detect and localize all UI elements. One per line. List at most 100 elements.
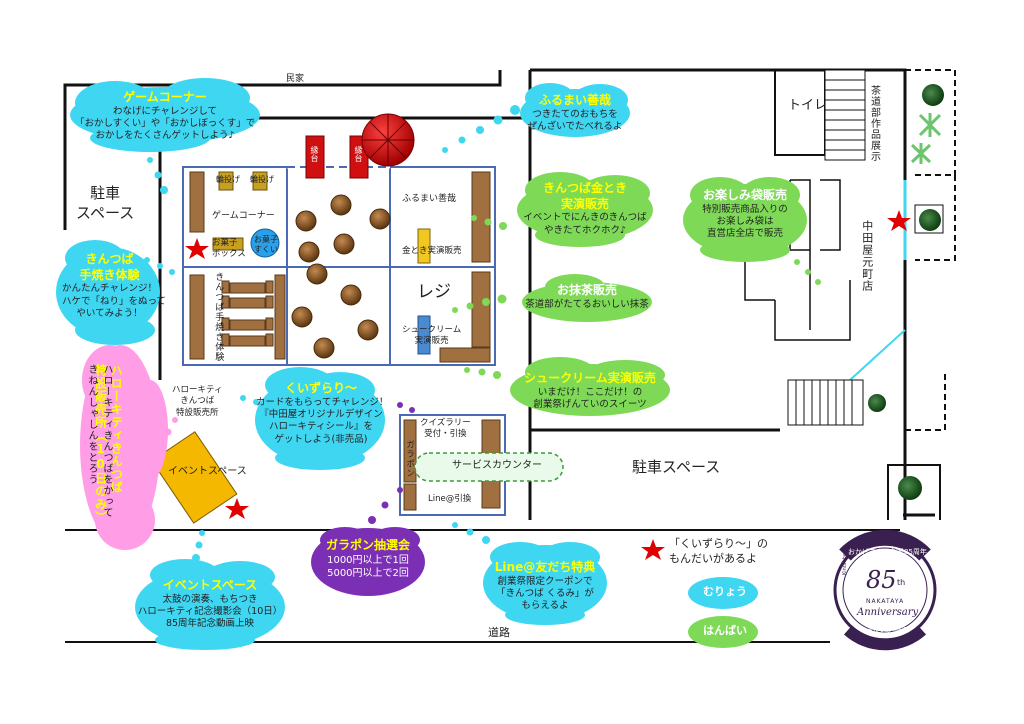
legend-star-text: 「くいずらり〜」の もんだいがあるよ [669,537,768,566]
game-corner-callout: ゲームコーナー わなげにチャレンジして 「おかしすくい」や「おかしぼっくす」で … [75,90,255,143]
kitty-sale-callout: ハローキティきんつば 特設販売所（10日のみ） [92,364,124,539]
game-corner-body: わなげにチャレンジして 「おかしすくい」や「おかしぼっくす」で おかしをたくさん… [75,105,256,142]
chairs [221,280,274,347]
lucky-bag-callout: お楽しみ袋販売 特別販売商品入りの お楽しみ袋は 直営店全店で販売 [685,188,805,241]
kuizura-body: カードをもらってチャレンジ！ 『中田屋オリジナルデザイン ハローキティシール』を… [256,396,389,445]
line-callout: Line@友だち特典 創業祭限定クーポンで 「きんつば くるみ」が もらえるよ [487,560,603,613]
neighbor-house-label: 民家 [286,74,305,84]
cloud-lucky-bag [683,177,807,262]
tree-icon [922,84,944,106]
lucky-bag-body: 特別販売商品入りの お楽しみ袋は 直営店全店で販売 [702,203,788,240]
furumai-body: つきたてのおもちを ぜんざいでたべれるよ [527,108,623,132]
service-counter-pill [414,452,564,482]
legend-free: むりょう [703,585,747,598]
bench-right-label: 縁台 [354,146,363,162]
connector-dots-cyan [144,105,520,562]
event-callout: イベントスペース 太鼓の演奏、もちつき ハローキティ記念撮影会（10日） 85周… [137,578,283,631]
connector-dots-green [452,215,821,379]
garapon-title: ガラポン抽選会 [325,538,410,552]
garapon-callout: ガラポン抽選会 1000円以上で1回 5000円以上で2回 [315,538,421,580]
cloud-kuizura [255,367,385,470]
side-path [905,69,956,431]
ring-toss-booth-2 [252,171,268,191]
register-label: レジ [417,282,451,302]
parking-left-label: 駐車 スペース [76,184,135,222]
line-title: Line@友だち特典 [494,560,596,574]
kintsuba-bake-callout: きんつば 手焼き体験 かんたんチャレンジ！ ハケで「ねり」をぬって やいてみよう… [62,252,166,320]
candy-box-booth [212,237,244,251]
furumai-title: ふるまい善哉 [538,93,611,107]
kintsuba-bake-title: きんつば 手焼き体験 [79,252,140,282]
umbrella-icon [361,113,415,167]
tree-icon [868,394,886,412]
legend-sale-cloud [688,616,758,648]
cloud-choux [510,357,670,416]
garapon-label: ガラポン [404,440,415,478]
furumai-label: ふるまい善哉 [402,194,457,204]
kitty-sale-body: ハローキティきんつばをかって きねんしゃしんをとろう [86,364,112,518]
kintsuba-experience-label: きんつば手焼き体験 [213,272,224,362]
connector-dots-purple [368,402,415,524]
candy-scoop-label: お菓子 すくい [254,235,278,254]
tree-icon [898,476,922,500]
kuizura-title: くいずらり〜 [284,381,357,395]
matcha-callout: お抹茶販売 茶道部がたてるおいしい抹茶 [522,283,652,311]
anniversary-logo [833,529,937,651]
logo-ring-top: おかげさまで創業85周年 [848,548,927,556]
tables [189,171,491,363]
line-exchange-label: Line@引換 [428,494,472,504]
kintoki-callout: きんつば金とき 実演販売 イベントでにんきのきんつば やきたてホクホク♪ [520,181,650,237]
event-space-label: イベントスペース [168,466,247,477]
ring-toss-1-label: 輪投げ [216,175,240,184]
bench-left-label: 縁台 [310,146,319,162]
cloud-event [135,559,285,650]
kintoki-title: きんつば金とき 実演販売 [542,181,627,211]
choux-stand [417,315,431,355]
tea-exhibit-label: 茶道部作品展示 [867,85,880,162]
lucky-bag-title: お楽しみ袋販売 [702,188,787,202]
game-corner-label: ゲームコーナー [212,211,275,221]
tree-icon [919,209,941,231]
ring-toss-2-label: 輪投げ [250,175,274,184]
cloud-kintsuba-bake [56,240,160,345]
line-body: 創業祭限定クーポンで 「きんつば くるみ」が もらえるよ [496,575,594,612]
kitty-sale-title: ハローキティきんつば 特設販売所（10日のみ） [93,364,124,524]
cloud-garapon [311,527,425,596]
legend-free-cloud [688,577,758,609]
road-label: 道路 [488,626,510,639]
bench-left [305,135,325,179]
logo-suffix: th [897,578,906,587]
kintoki-stand [417,228,431,264]
candy-box-label: お菓子 ボックス [212,238,246,260]
kintoki-label: 金とき実演販売 [402,246,462,256]
cloud-game-corner [70,78,260,152]
parking-right-label: 駐車スペース [632,458,721,476]
legend-sale: はんばい [703,624,747,637]
choux-callout: シュークリーム実演販売 いまだけ！ここだけ！の 創業祭げんていのスイーツ [512,371,668,411]
choux-title: シュークリーム実演販売 [524,371,656,385]
hello-kitty-stall-label: ハローキティ きんつば 特設販売所 [172,385,223,418]
candy-scoop-booth [250,228,280,258]
furumai-callout: ふるまい善哉 つきたてのおもちを ぜんざいでたべれるよ [520,93,630,133]
logo-side: Kintsuba [842,553,848,575]
stools [291,194,391,359]
shop-name-label: 中田屋元町店 [860,220,874,292]
cloud-furumai [520,83,630,137]
logo-script: Anniversary [857,607,919,618]
matcha-body: 茶道部がたてるおいしい抹茶 [525,298,649,310]
kuizura-callout: くいずらり〜 カードをもらってチャレンジ！ 『中田屋オリジナルデザイン ハローキ… [256,381,389,446]
event-space-box [151,431,238,524]
service-counter-label: サービスカウンター [452,460,542,471]
cloud-kintoki [517,172,653,247]
matcha-title: お抹茶販売 [556,283,617,297]
ring-toss-booth-1 [218,171,234,191]
shop-entrance-2 [849,329,906,381]
star-icon [185,210,911,560]
logo-brand: NAKATAYA [866,598,905,605]
game-corner-title: ゲームコーナー [123,90,207,104]
cloud-line [483,542,607,625]
kintoki-body: イベントでにんきのきんつば やきたてホクホク♪ [523,212,647,236]
stairs-bottom [787,379,864,426]
